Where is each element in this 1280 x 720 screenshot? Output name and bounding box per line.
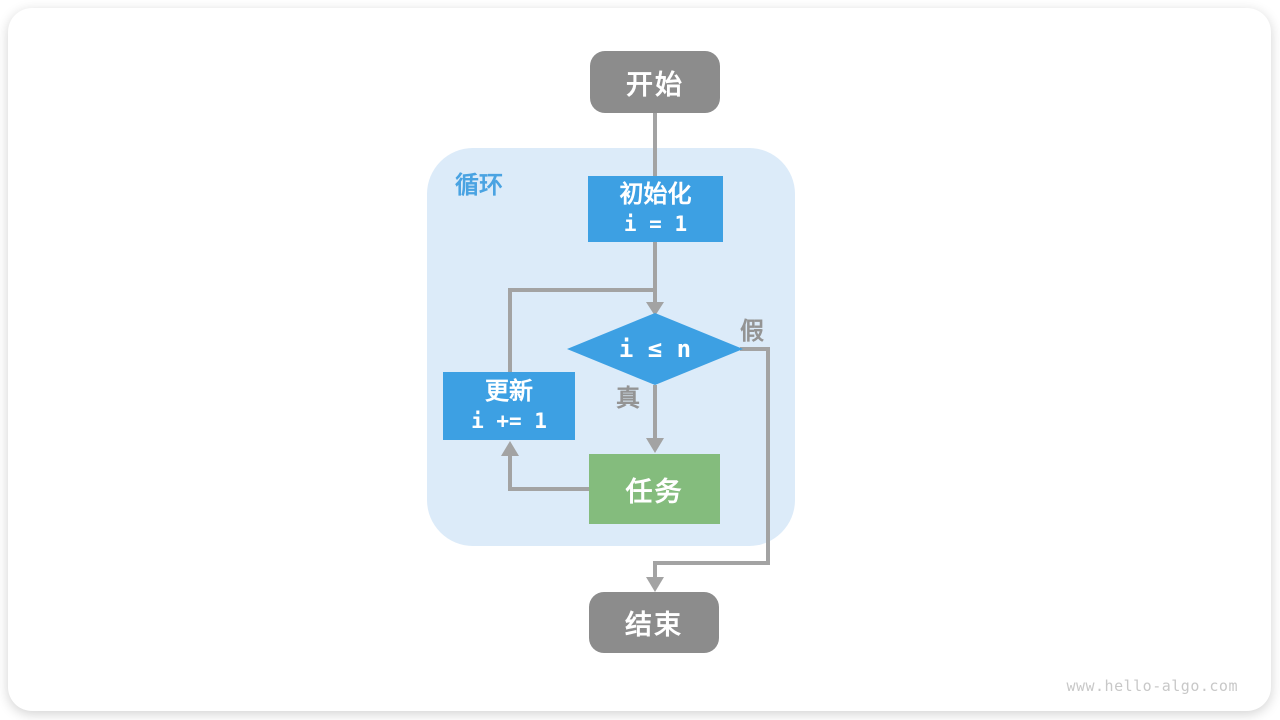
end-node-label: 结束 xyxy=(625,610,683,640)
init-node: 初始化 i = 1 xyxy=(588,176,723,242)
update-node: 更新 i += 1 xyxy=(443,372,575,440)
task-node-label: 任务 xyxy=(625,476,684,507)
watermark-url: www.hello-algo.com xyxy=(1066,677,1238,695)
start-node: 开始 xyxy=(590,51,720,113)
init-node-title: 初始化 xyxy=(619,181,692,208)
branch-false-label: 假 xyxy=(740,318,764,345)
loop-region-label: 循环 xyxy=(455,172,503,199)
update-node-code: i += 1 xyxy=(471,409,547,433)
init-node-code: i = 1 xyxy=(623,212,688,236)
arrowhead-into-end xyxy=(646,577,664,592)
branch-true-label: 真 xyxy=(616,385,640,412)
start-node-label: 开始 xyxy=(626,69,684,100)
end-node: 结束 xyxy=(589,592,719,653)
task-node: 任务 xyxy=(589,454,720,524)
condition-node-label: i ≤ n xyxy=(618,335,692,363)
update-node-title: 更新 xyxy=(485,378,533,405)
